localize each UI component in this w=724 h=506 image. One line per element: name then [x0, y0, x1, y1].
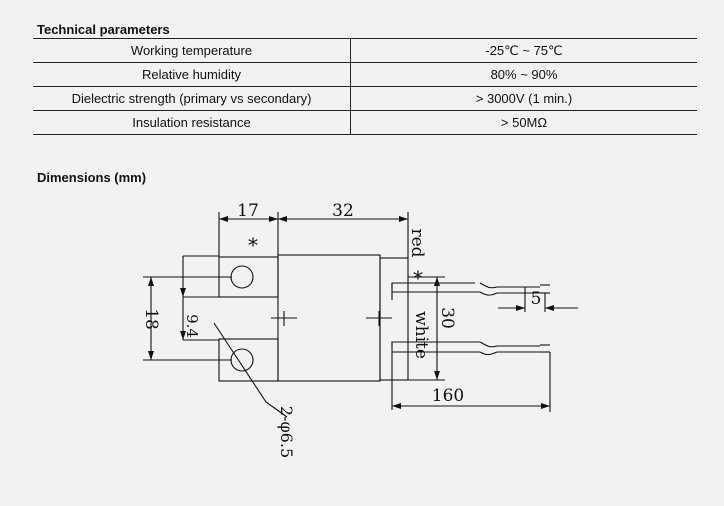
wire-white-label: white	[411, 311, 431, 359]
table-row: Insulation resistance > 50MΩ	[33, 110, 697, 135]
dim-9-4-label: 9.4	[183, 314, 201, 338]
wire-red-upper	[391, 282, 475, 290]
polarity-mark-wire: *	[413, 266, 423, 290]
dim-18-label: 18	[141, 308, 161, 330]
dim-32-label: 32	[332, 201, 354, 221]
table-row: Relative humidity 80% ~ 90%	[33, 62, 697, 87]
param-value: -25℃ ~ 75℃	[350, 38, 697, 63]
dim-5-label: 5	[531, 289, 542, 309]
dim-160-label: 160	[432, 386, 464, 406]
param-label: Dielectric strength (primary vs secondar…	[33, 86, 351, 111]
param-label: Insulation resistance	[33, 110, 351, 135]
table-row: Dielectric strength (primary vs secondar…	[33, 86, 697, 111]
table-row: Working temperature -25℃ ~ 75℃	[33, 38, 697, 63]
param-value: > 50MΩ	[350, 110, 697, 135]
wire-red-label: red	[407, 228, 427, 257]
dimensions-heading: Dimensions (mm)	[37, 170, 147, 185]
hole-spec-label: 2-φ6.5	[277, 406, 296, 458]
dim-17-label: 17	[237, 201, 259, 221]
dim-30-label: 30	[437, 307, 457, 329]
param-value: 80% ~ 90%	[350, 62, 697, 87]
param-label: Working temperature	[33, 38, 351, 63]
param-label: Relative humidity	[33, 62, 351, 87]
param-value: > 3000V (1 min.)	[350, 86, 697, 111]
technical-parameters-heading: Technical parameters	[37, 22, 170, 37]
polarity-mark-top: *	[248, 233, 258, 257]
mounting-hole-top	[230, 265, 254, 289]
technical-parameters-table: Working temperature -25℃ ~ 75℃ Relative …	[33, 38, 697, 135]
mounting-hole-bottom	[230, 348, 254, 372]
terminal-block	[379, 257, 409, 381]
